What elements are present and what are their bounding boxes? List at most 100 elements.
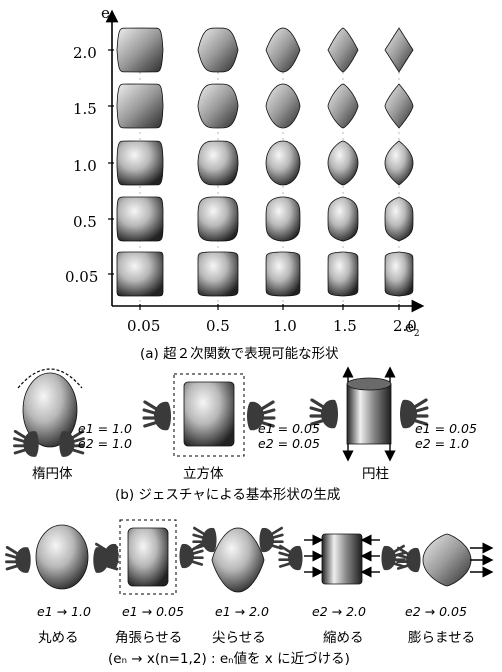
param-e1: e1 = 1.0 [78, 421, 132, 436]
hand-icon [142, 400, 171, 431]
hand-finger [269, 526, 283, 537]
hand-finger [310, 418, 327, 426]
superquadric-shape [116, 83, 164, 129]
hand-palm [59, 431, 75, 457]
hand-finger [143, 400, 160, 412]
rounded-shape [35, 524, 89, 590]
superquadric-shape [116, 251, 164, 297]
hand-finger [258, 400, 275, 412]
op-name: 縮める [323, 630, 364, 646]
hand-finger [278, 561, 293, 568]
shrink-shape [321, 533, 363, 585]
hand-icon [192, 526, 217, 553]
param-e2: e2 = 1.0 [78, 436, 132, 451]
op-name: 尖らせる [212, 630, 266, 646]
caption-c: (eₙ → x(n=1,2) : eₙ値を x に近づける) [108, 651, 350, 667]
superquadric-shape [197, 140, 239, 186]
x-tick-label: 1.5 [333, 317, 357, 335]
op-name: 丸める [38, 630, 79, 646]
superquadric-shape [384, 27, 414, 73]
superquadric-shape [197, 251, 239, 297]
hand-icon [278, 544, 303, 571]
hand-finger [189, 549, 204, 556]
superquadric-shape [265, 140, 301, 186]
cube-shape [183, 381, 235, 447]
superquadric-shape [197, 196, 239, 242]
hand-finger [142, 408, 160, 416]
hand-finger [397, 546, 411, 557]
hand-palm [259, 527, 274, 553]
y-axis-label: e1 [101, 4, 116, 25]
hand-icon [59, 429, 85, 457]
hand-finger [258, 408, 276, 416]
hand-palm [23, 431, 39, 457]
param-e2: e2 = 1.0 [415, 436, 469, 451]
hand-finger [278, 551, 293, 558]
hand-finger [309, 406, 327, 414]
hand-finger [411, 398, 428, 410]
y-tick-label: 1.0 [73, 157, 97, 175]
hand-icon [259, 526, 284, 553]
superquadric-shape [327, 196, 359, 242]
hand-finger [396, 563, 411, 570]
hand-finger [69, 437, 85, 444]
hand-finger [5, 563, 21, 571]
cylinder-top [346, 377, 392, 391]
superquadric-shape [384, 251, 414, 297]
param-e2: e2 = 0.05 [258, 436, 320, 451]
hand-finger [391, 561, 406, 568]
hand-finger [69, 429, 85, 441]
swell-shape [422, 533, 472, 587]
superquadric-shape [327, 27, 359, 73]
op-param: e2 → 2.0 [312, 604, 366, 619]
superquadric-shape [116, 196, 164, 242]
hand-finger [411, 418, 428, 426]
param-e1: e1 = 0.05 [258, 421, 320, 436]
shape-name-ellipsoid: 楕円体 [32, 466, 73, 482]
hand-icon [400, 398, 429, 429]
superquadric-shape [116, 27, 164, 73]
hand-palm [381, 545, 396, 571]
hand-palm [321, 399, 338, 429]
superquadric-shape [116, 140, 164, 186]
hand-palm [406, 547, 421, 573]
hand-finger [396, 553, 411, 560]
cylinder-body [346, 383, 392, 445]
superquadric-shape [197, 83, 239, 129]
gesture-box [119, 519, 177, 595]
hand-finger [411, 406, 429, 414]
hand-icon [5, 545, 31, 573]
hand-finger [13, 429, 29, 441]
op-name: 膨らませる [408, 630, 476, 646]
op-param: e1 → 1.0 [37, 604, 91, 619]
hand-finger [258, 420, 275, 428]
superquadric-shape [265, 83, 301, 129]
hand-finger [94, 559, 109, 566]
x-tick-label: 0.05 [127, 317, 161, 335]
hand-finger [94, 549, 109, 556]
hand-palm [288, 545, 303, 571]
hand-icon [13, 429, 39, 457]
hand-finger [193, 526, 207, 537]
hand-finger [269, 543, 284, 550]
gesture-box [173, 373, 245, 457]
hand-finger [5, 553, 21, 560]
op-param: e2 → 0.05 [405, 604, 467, 619]
superquadric-shape [197, 27, 239, 73]
hand-finger [391, 544, 405, 555]
x-tick-label: 1.0 [273, 317, 297, 335]
x-tick-label: 0.5 [206, 317, 230, 335]
hand-finger [192, 543, 207, 550]
gesture-curve [17, 368, 83, 389]
shape-name-cylinder: 円柱 [362, 466, 389, 482]
hand-palm [15, 547, 31, 573]
deformation-illustrations [5, 519, 494, 595]
y-tick-label: 2.0 [73, 44, 97, 62]
hand-finger [69, 447, 85, 455]
op-param: e1 → 2.0 [215, 604, 269, 619]
superquadric-shape [384, 140, 414, 186]
hand-finger [279, 544, 293, 555]
y-tick-label: 1.5 [73, 100, 97, 118]
x-axis-label: e2 [405, 318, 420, 339]
